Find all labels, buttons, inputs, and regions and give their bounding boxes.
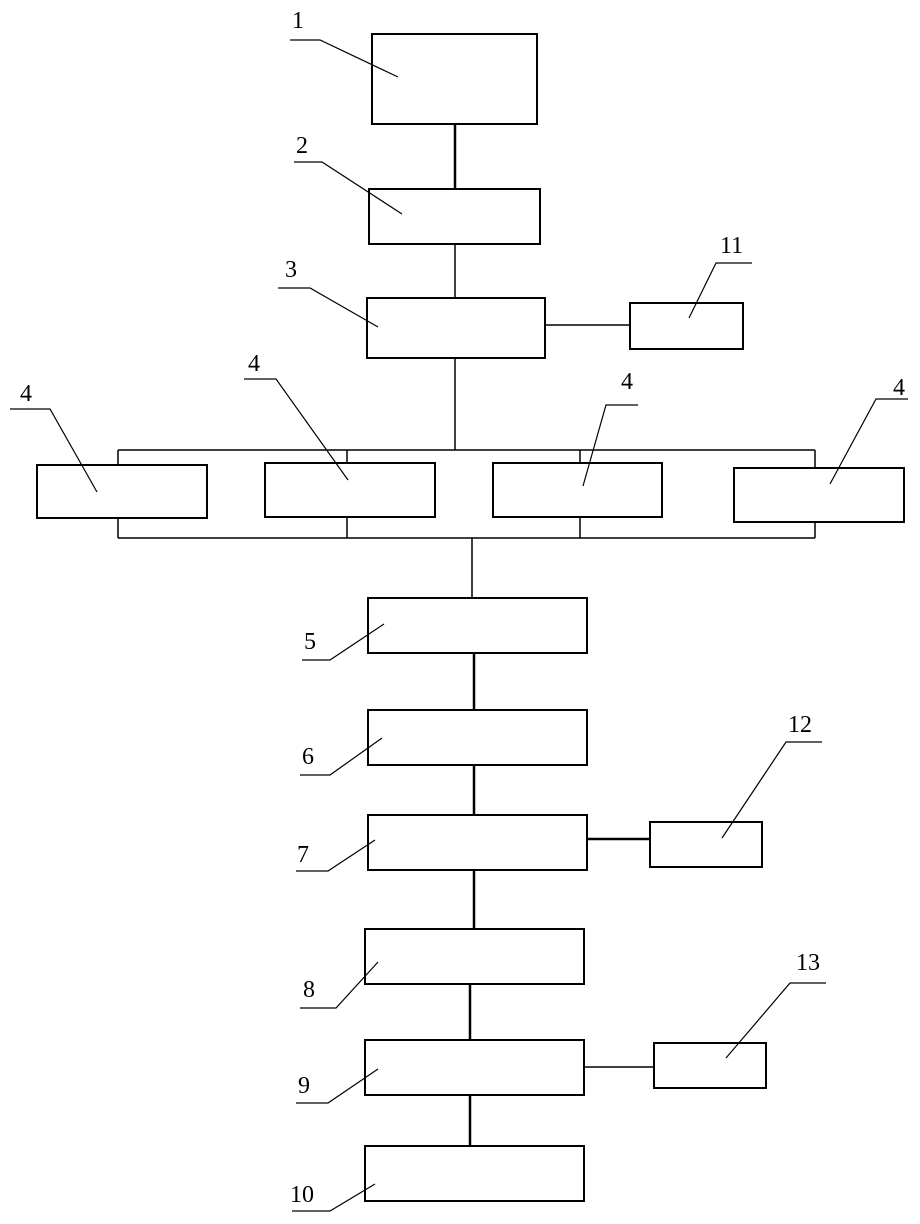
block-4a [36, 464, 208, 519]
label-4a: 4 [20, 381, 32, 407]
label-4c: 4 [621, 369, 633, 395]
leader-13 [725, 982, 826, 1059]
leader-4b [244, 378, 349, 481]
label-13: 13 [796, 950, 820, 976]
leader-7 [296, 839, 376, 872]
block-3 [366, 297, 546, 359]
label-6: 6 [302, 744, 314, 770]
block-4b [264, 462, 436, 518]
block-13 [653, 1042, 767, 1089]
block-6 [367, 709, 588, 766]
label-12: 12 [788, 712, 812, 738]
leader-4a [10, 408, 98, 493]
reference-numerals: 1 2 3 4 4 4 4 11 5 6 7 12 8 9 13 10 [20, 8, 905, 1208]
label-1: 1 [292, 8, 304, 34]
label-5: 5 [304, 629, 316, 655]
leader-4c [582, 404, 638, 487]
leaders [10, 39, 908, 1212]
leader-6 [300, 737, 383, 776]
leader-5 [302, 623, 385, 661]
block-7 [367, 814, 588, 871]
connections [117, 124, 816, 1146]
block-9 [364, 1039, 585, 1096]
leader-1 [290, 39, 399, 78]
label-9: 9 [298, 1073, 310, 1099]
leader-3 [278, 287, 379, 328]
leader-9 [296, 1068, 379, 1104]
block-1 [371, 33, 538, 125]
leader-12 [721, 741, 822, 839]
block-2 [368, 188, 541, 245]
block-5 [367, 597, 588, 654]
label-7: 7 [297, 842, 309, 868]
label-4b: 4 [248, 351, 260, 377]
block-8 [364, 928, 585, 985]
label-10: 10 [290, 1182, 314, 1208]
label-11: 11 [720, 233, 743, 259]
leader-4d [829, 398, 908, 485]
block-11 [629, 302, 744, 350]
leader-10 [292, 1183, 376, 1212]
blocks [36, 33, 905, 1202]
leader-8 [300, 961, 379, 1009]
leader-11 [688, 262, 752, 319]
block-4c [492, 462, 663, 518]
block-12 [649, 821, 763, 868]
block-4d [733, 467, 905, 523]
block-10 [364, 1145, 585, 1202]
leader-2 [294, 161, 403, 215]
label-2: 2 [296, 133, 308, 159]
label-3: 3 [285, 257, 297, 283]
label-4d: 4 [893, 375, 905, 401]
label-8: 8 [303, 977, 315, 1003]
